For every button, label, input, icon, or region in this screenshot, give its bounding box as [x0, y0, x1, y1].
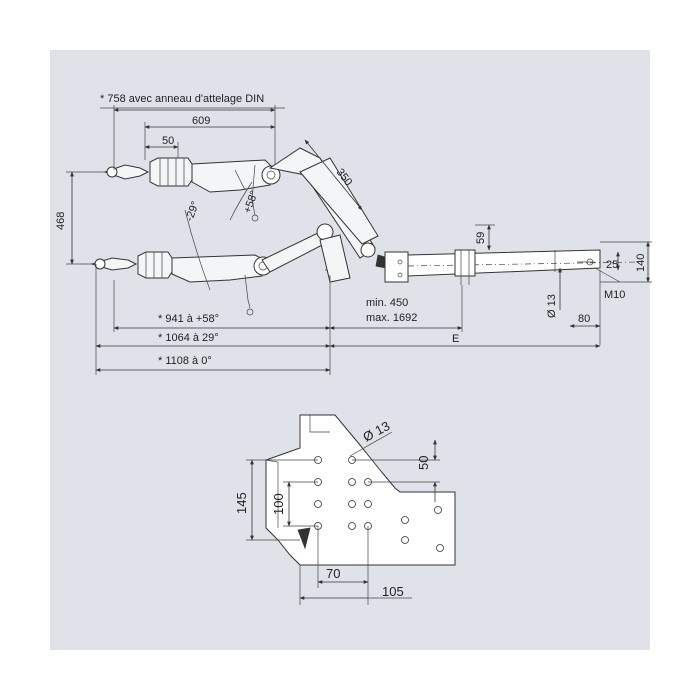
plate-dim-70: 70	[326, 566, 340, 581]
plate-dim-145: 145	[234, 492, 249, 514]
upper-coupling	[103, 157, 281, 222]
side-view: * 758 avec anneau d'attelage DIN 609 50 …	[55, 93, 652, 375]
dim-max1692: max. 1692	[366, 312, 417, 324]
angle-neg29: -29°	[184, 200, 202, 223]
dim-e: E	[452, 333, 459, 345]
dim-50-top: 50	[162, 135, 174, 147]
dim-25: 25	[606, 259, 618, 271]
plate-dim-105: 105	[382, 584, 404, 599]
dim-609: 609	[192, 115, 210, 127]
plate-dim-50: 50	[416, 456, 431, 470]
dim-468: 468	[55, 212, 67, 230]
dim-1064: * 1064 à 29°	[158, 332, 219, 344]
dimension-lines	[66, 105, 652, 375]
dim-min450: min. 450	[366, 297, 408, 309]
plate-dim-100: 100	[271, 493, 286, 515]
dim-80: 80	[578, 313, 590, 325]
dim-941: * 941 à +58°	[158, 313, 219, 325]
dim-o13-side: Ø 13	[546, 294, 558, 318]
angle-pos58: +58°	[242, 189, 261, 215]
dim-m10: M10	[604, 289, 625, 301]
plate-dimension-lines	[246, 431, 440, 605]
dim-59: 59	[475, 232, 487, 244]
dim-1108: * 1108 à 0°	[158, 355, 212, 367]
dim-140: 140	[635, 254, 647, 272]
plate-view: Ø 13 50 145 100 70 105	[234, 414, 456, 605]
drawbar	[384, 249, 641, 285]
arc-neg29	[184, 209, 211, 291]
lower-coupling	[90, 251, 273, 316]
arc-pos58	[229, 181, 253, 221]
arm-linkage	[261, 147, 389, 283]
note-din-label: * 758 avec anneau d'attelage DIN	[100, 93, 264, 105]
